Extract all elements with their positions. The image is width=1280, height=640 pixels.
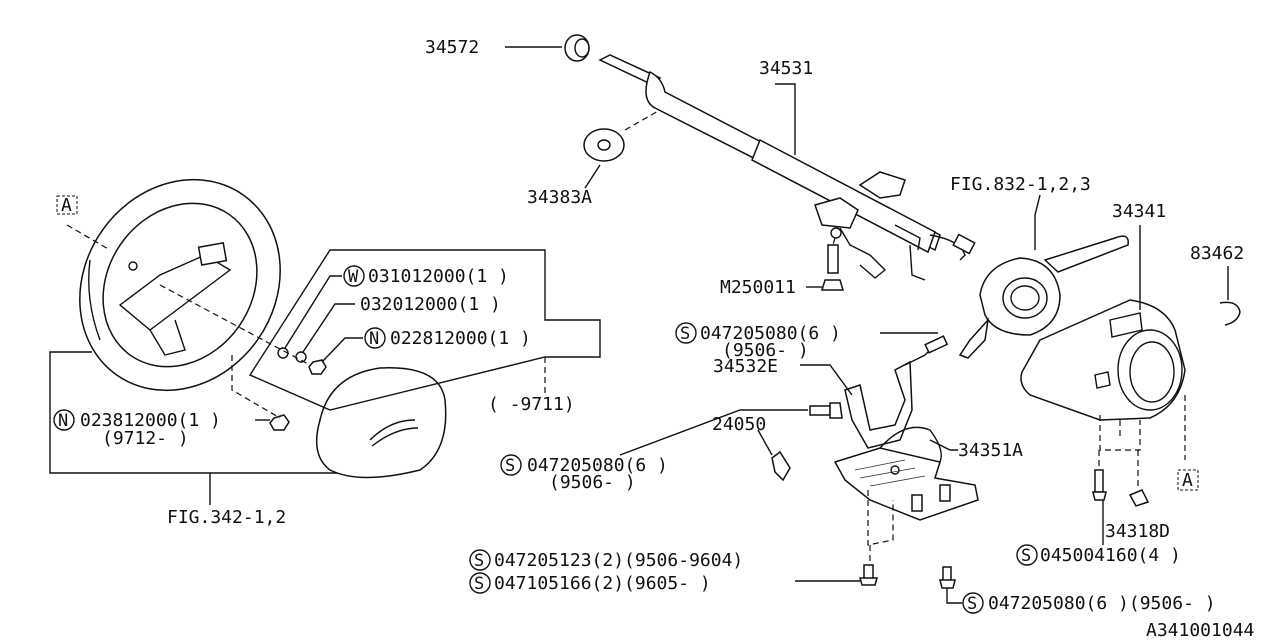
clip-24050	[771, 450, 791, 482]
ref-a-left-box	[56, 195, 78, 215]
s-symbol-icon	[500, 454, 522, 476]
ref-a-left: A	[61, 195, 72, 216]
bushing-34572	[564, 34, 590, 62]
label-34341: 34341	[1112, 201, 1166, 222]
s-symbol-letter: S	[474, 551, 484, 571]
washer-34383a	[583, 128, 625, 162]
label-w031012000: 031012000(1 )	[368, 266, 509, 287]
diagram-id: A341001044	[1146, 620, 1254, 640]
label-83462: 83462	[1190, 243, 1244, 264]
s-symbol-icon	[1016, 544, 1038, 566]
label-m250011: M250011	[720, 277, 796, 298]
label-s047205080-a: 047205080(6 )	[700, 323, 841, 344]
s-symbol-letter: S	[680, 324, 690, 344]
label-s047105166: 047105166(2)(9605- )	[494, 573, 711, 594]
bracket-34532e	[844, 344, 936, 449]
s-symbol-icon	[469, 572, 491, 594]
n-symbol-icon	[53, 409, 75, 431]
s-symbol-icon	[469, 549, 491, 571]
s-symbol-icon	[962, 592, 984, 614]
w-symbol-letter: W	[348, 267, 359, 287]
combination-switch	[958, 215, 1129, 359]
label-range-9712: (9712- )	[102, 428, 189, 449]
n-symbol-icon	[364, 327, 386, 349]
airbag-module	[315, 367, 447, 479]
label-s047205080-b: 047205080(6 )	[527, 455, 668, 476]
label-n022812000: 022812000(1 )	[390, 328, 531, 349]
s-symbol-letter: S	[474, 574, 484, 594]
bolt-047205080-bottom	[939, 566, 956, 589]
bracket-34351a	[833, 426, 979, 521]
label-n023812000: 023812000(1 )	[80, 410, 221, 431]
bolt-m250011	[820, 227, 845, 291]
label-032012000: 032012000(1 )	[360, 294, 501, 315]
label-34318d: 34318D	[1105, 521, 1170, 542]
clip-34318d	[1128, 489, 1150, 507]
bolt-047205080-top	[924, 335, 949, 354]
label-34531: 34531	[759, 58, 813, 79]
label-s047205080-a-range: (9506- )	[722, 340, 809, 361]
label-34532e: 34532E	[713, 356, 778, 377]
s-symbol-letter: S	[505, 456, 515, 476]
label-fig342: FIG.342-1,2	[167, 507, 286, 528]
label-s047205080-b-range: (9506- )	[549, 472, 636, 493]
screw-045004160	[1092, 469, 1107, 501]
label-range-9711: ( -9711)	[488, 394, 575, 415]
s-symbol-letter: S	[967, 594, 977, 614]
bolt-047205080-left	[809, 402, 843, 419]
steering-wheel	[79, 178, 281, 392]
s-symbol-letter: S	[1021, 546, 1031, 566]
label-34572: 34572	[425, 37, 479, 58]
label-34351a: 34351A	[958, 440, 1023, 461]
label-s047205123: 047205123(2)(9506-9604)	[494, 550, 743, 571]
column-cover	[1020, 299, 1186, 421]
label-34383a: 34383A	[527, 187, 592, 208]
steering-column	[598, 54, 976, 281]
label-24050: 24050	[712, 414, 766, 435]
ref-a-right-box	[1177, 469, 1199, 491]
bolt-047205123	[859, 564, 878, 586]
label-s047205080-c: 047205080(6 )(9506- )	[988, 593, 1216, 614]
n-symbol-letter: N	[58, 411, 68, 431]
n-symbol-letter: N	[369, 329, 379, 349]
label-fig832: FIG.832-1,2,3	[950, 174, 1091, 195]
s-symbol-icon	[675, 322, 697, 344]
label-s045004160: 045004160(4 )	[1040, 545, 1181, 566]
w-symbol-icon	[343, 265, 365, 287]
clip-83462	[1219, 301, 1241, 326]
ref-a-right: A	[1182, 470, 1193, 491]
